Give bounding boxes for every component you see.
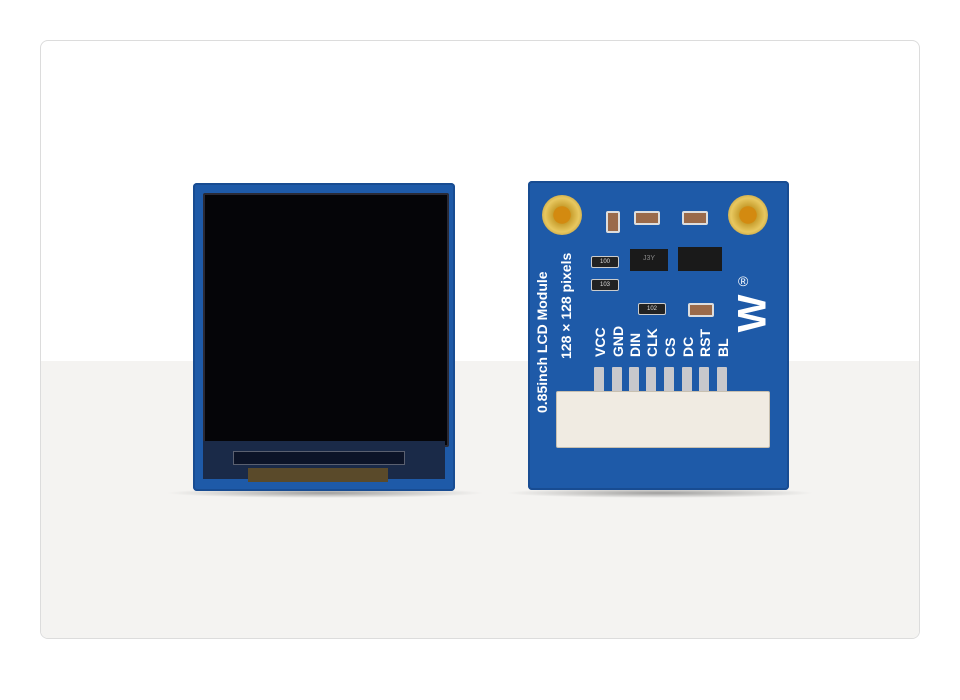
module-resolution: 128 × 128 pixels — [558, 252, 574, 359]
pin-label-cs: CS — [662, 337, 678, 357]
pin-label-vcc: VCC — [592, 327, 608, 357]
resistor: 102 — [638, 303, 666, 315]
capacitor — [634, 211, 660, 225]
regulator-chip — [678, 247, 722, 271]
lcd-module-front — [193, 183, 455, 491]
pin-label-din: DIN — [627, 332, 643, 357]
flex-connector — [248, 468, 388, 482]
header-pin — [612, 367, 622, 393]
header-pin — [594, 367, 604, 393]
capacitor — [682, 211, 708, 225]
pin-label-clk: CLK — [644, 328, 660, 357]
header-pin — [682, 367, 692, 393]
pin-label-bl: BL — [715, 338, 731, 357]
lcd-module-back: 100 103 102 J3Y 0.85inch LCD Module 128 … — [528, 181, 789, 490]
front-shadow — [165, 488, 485, 498]
resistor: 100 — [591, 256, 619, 268]
lcd-screen — [203, 193, 449, 447]
flex-cable — [233, 451, 405, 465]
header-pin — [664, 367, 674, 393]
transistor-chip: J3Y — [630, 249, 668, 271]
mounting-hole — [542, 195, 582, 235]
header-pin — [717, 367, 727, 393]
pin-label-gnd: GND — [610, 325, 626, 357]
pin-connector — [556, 391, 770, 448]
back-shadow — [505, 488, 815, 498]
pin-label-dc: DC — [680, 336, 696, 357]
brand-logo: W — [730, 294, 775, 333]
header-pin — [629, 367, 639, 393]
mounting-hole — [728, 195, 768, 235]
module-title: 0.85inch LCD Module — [534, 271, 550, 413]
capacitor — [688, 303, 714, 317]
header-pin — [699, 367, 709, 393]
resistor: 103 — [591, 279, 619, 291]
registered-mark: ® — [738, 273, 749, 289]
header-pin — [646, 367, 656, 393]
capacitor — [606, 211, 620, 233]
pin-label-rst: RST — [697, 329, 713, 357]
